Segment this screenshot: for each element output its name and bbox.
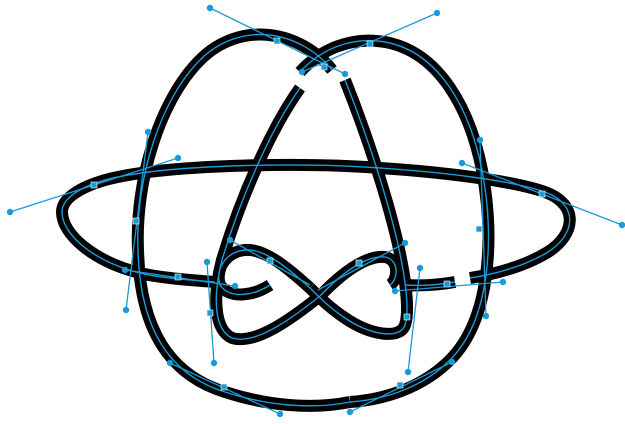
handle-point[interactable] xyxy=(7,209,13,215)
anchor-point[interactable] xyxy=(404,314,410,320)
anchor-point[interactable] xyxy=(267,258,273,264)
anchor-point[interactable] xyxy=(397,382,403,388)
handle-point[interactable] xyxy=(392,288,398,294)
anchor-point[interactable] xyxy=(274,38,280,44)
anchor-point[interactable] xyxy=(476,226,482,232)
handle-point[interactable] xyxy=(500,279,506,285)
handle-point[interactable] xyxy=(402,240,408,246)
anchor-point[interactable] xyxy=(221,384,227,390)
anchor-point[interactable] xyxy=(133,218,139,224)
handle-point[interactable] xyxy=(619,222,625,228)
handle-point[interactable] xyxy=(207,5,213,11)
handle-point[interactable] xyxy=(449,359,455,365)
handle-point[interactable] xyxy=(277,411,283,417)
anchor-point[interactable] xyxy=(321,64,327,70)
anchor-point[interactable] xyxy=(91,182,97,188)
anchor-point[interactable] xyxy=(175,274,181,280)
handle-point[interactable] xyxy=(145,129,151,135)
anchor-point[interactable] xyxy=(444,281,450,287)
handle-point[interactable] xyxy=(459,160,465,166)
handle-point[interactable] xyxy=(211,360,217,366)
anchor-point[interactable] xyxy=(356,260,362,266)
handle-point[interactable] xyxy=(204,259,210,265)
handle-point[interactable] xyxy=(227,237,233,243)
handle-point[interactable] xyxy=(175,155,181,161)
handle-point[interactable] xyxy=(347,409,353,415)
handle-point[interactable] xyxy=(417,265,423,271)
handle-point[interactable] xyxy=(405,369,411,375)
handle-point[interactable] xyxy=(232,283,238,289)
handle-point[interactable] xyxy=(477,137,483,143)
handle-point[interactable] xyxy=(342,71,348,77)
handle-point[interactable] xyxy=(299,69,305,75)
handle-point[interactable] xyxy=(123,307,129,313)
anchor-point[interactable] xyxy=(207,310,213,316)
anchor-point[interactable] xyxy=(367,41,373,47)
handle-point[interactable] xyxy=(122,267,128,273)
handle-point[interactable] xyxy=(483,313,489,319)
handle-point[interactable] xyxy=(434,10,440,16)
handle-point[interactable] xyxy=(167,360,173,366)
anchor-point[interactable] xyxy=(539,191,545,197)
